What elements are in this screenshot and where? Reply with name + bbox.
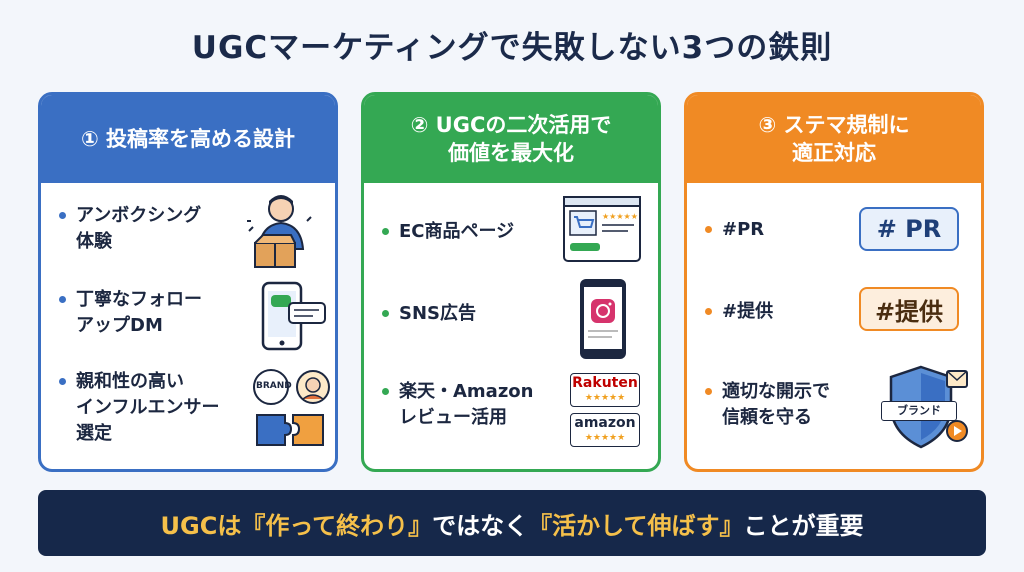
card-header-text: ② UGCの二次活用で 価値を最大化 bbox=[410, 112, 612, 165]
card-header-text: ① 投稿率を高める設計 bbox=[80, 126, 296, 151]
bullet bbox=[382, 310, 389, 317]
amazon-logo-card: amazon ★★★★★ bbox=[570, 413, 640, 447]
teikyo-tag: #提供 bbox=[859, 287, 959, 331]
item-label: 親和性の高い インフルエンサー 選定 bbox=[76, 371, 220, 445]
card-secondary-use: ② UGCの二次活用で 価値を最大化 EC商品ページ ★★★★★ SNS広告 楽… bbox=[361, 92, 661, 472]
ec-page-icon: ★★★★★ bbox=[563, 196, 641, 262]
card-stealth-marketing: ③ ステマ規制に 適正対応 #PR # PR #提供 #提供 適切な開示で 信頼… bbox=[684, 92, 984, 472]
list-item-pr: #PR bbox=[705, 217, 764, 243]
list-item-sns-ad: SNS広告 bbox=[382, 301, 476, 327]
star-rating-icon: ★★★★★ bbox=[584, 433, 626, 443]
item-label: アンボクシング 体験 bbox=[76, 205, 202, 253]
card-posting-rate: ① 投稿率を高める設計 アンボクシング 体験 丁寧なフォロー アップDM 親和性… bbox=[38, 92, 338, 472]
item-label: 楽天・Amazon レビュー活用 bbox=[399, 381, 534, 429]
list-item-ec-page: EC商品ページ bbox=[382, 219, 514, 245]
list-item-follow-up-dm: 丁寧なフォロー アップDM bbox=[59, 287, 202, 339]
bullet bbox=[382, 228, 389, 235]
rakuten-logo: Rakuten bbox=[572, 375, 638, 391]
brand-badge: BRAND bbox=[256, 381, 292, 391]
item-label: #提供 bbox=[722, 301, 774, 322]
card-header: ① 投稿率を高める設計 bbox=[41, 95, 335, 183]
list-item-influencer: 親和性の高い インフルエンサー 選定 bbox=[59, 369, 219, 447]
footer-banner: UGCは 『作って終わり』 ではなく 『活かして伸ばす』 ことが重要 bbox=[38, 490, 986, 556]
brand-influencer-puzzle-icon bbox=[253, 369, 330, 446]
card-header-text: ③ ステマ規制に 適正対応 bbox=[758, 112, 910, 165]
bullet bbox=[705, 226, 712, 233]
item-label: EC商品ページ bbox=[399, 221, 515, 242]
footer-text-1: ではなく bbox=[432, 511, 529, 540]
amazon-logo: amazon bbox=[574, 415, 636, 431]
phone-message-icon bbox=[261, 281, 326, 351]
footer-ugc: UGCは bbox=[160, 511, 242, 540]
list-item-review: 楽天・Amazon レビュー活用 bbox=[382, 379, 534, 431]
bullet bbox=[705, 388, 712, 395]
list-item-disclosure: 適切な開示で 信頼を守る bbox=[705, 379, 830, 431]
item-label: 丁寧なフォロー アップDM bbox=[76, 289, 202, 337]
shield-brand-label: ブランド bbox=[881, 401, 957, 421]
bullet bbox=[59, 378, 66, 385]
svg-text:★★★★★: ★★★★★ bbox=[602, 212, 638, 221]
bullet bbox=[705, 308, 712, 315]
rakuten-logo-card: Rakuten ★★★★★ bbox=[570, 373, 640, 407]
bullet bbox=[59, 296, 66, 303]
card-header: ③ ステマ規制に 適正対応 bbox=[687, 95, 981, 183]
star-rating-icon: ★★★★★ bbox=[584, 393, 626, 403]
page-title: UGCマーケティングで失敗しない3つの鉄則 bbox=[191, 30, 833, 66]
unboxing-person-icon bbox=[247, 195, 312, 268]
instagram-phone-icon bbox=[580, 279, 626, 359]
pr-tag: # PR bbox=[859, 207, 959, 251]
card-header: ② UGCの二次活用で 価値を最大化 bbox=[364, 95, 658, 183]
footer-highlight-2: 『活かして伸ばす』 bbox=[528, 511, 744, 540]
item-label: #PR bbox=[722, 219, 765, 240]
footer-highlight-1: 『作って終わり』 bbox=[241, 511, 433, 540]
item-label: SNS広告 bbox=[399, 303, 476, 324]
list-item-unboxing: アンボクシング 体験 bbox=[59, 203, 201, 255]
list-item-teikyo: #提供 bbox=[705, 299, 773, 325]
bullet bbox=[382, 388, 389, 395]
footer-text-2: ことが重要 bbox=[743, 511, 864, 540]
bullet bbox=[59, 212, 66, 219]
item-label: 適切な開示で 信頼を守る bbox=[722, 381, 830, 429]
